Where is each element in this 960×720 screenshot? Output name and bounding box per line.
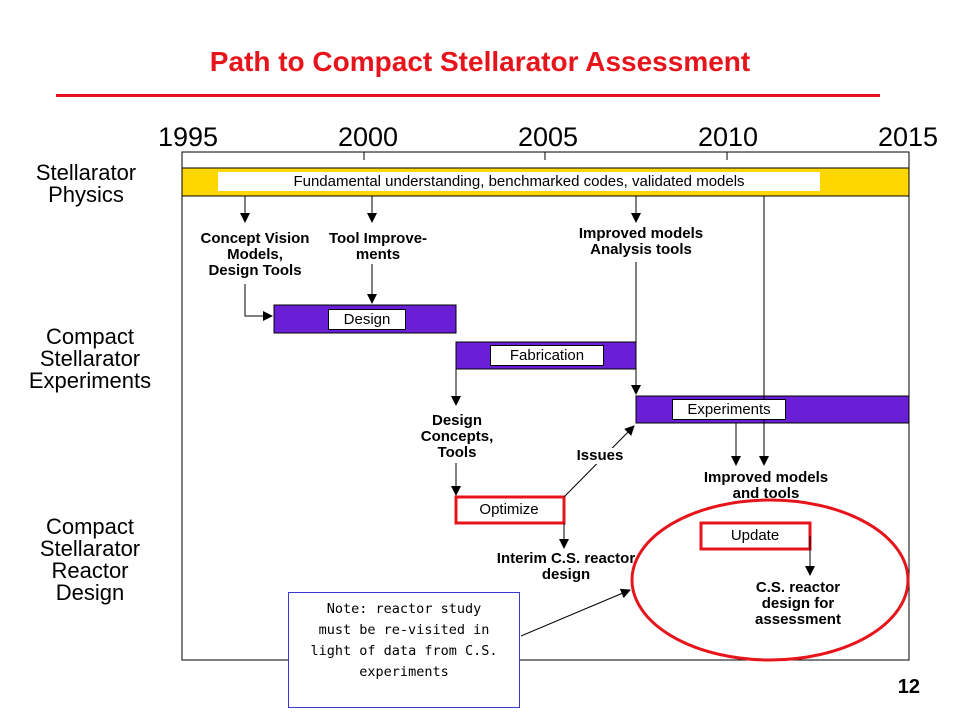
arrow-note-to-circle xyxy=(520,588,631,637)
experiments-bar-label: Experiments xyxy=(672,399,786,420)
year-2015: 2015 xyxy=(878,122,939,152)
year-1995: 1995 xyxy=(158,122,219,152)
node-issues: Issues xyxy=(568,448,632,464)
update-label: Update xyxy=(710,526,800,545)
node-tool-improvements: Tool Improve-ments xyxy=(328,230,428,263)
fabrication-bar-label: Fabrication xyxy=(490,345,604,366)
arrow-concept-to-design xyxy=(244,284,273,321)
slide-title: Path to Compact Stellarator Assessment xyxy=(209,46,751,77)
assessment-highlight-ellipse xyxy=(630,498,910,662)
optimize-label: Optimize xyxy=(464,500,554,519)
year-2010: 2010 xyxy=(698,122,759,152)
page-number: 12 xyxy=(897,676,920,698)
year-2000: 2000 xyxy=(338,122,399,152)
physics-bar-label: Fundamental understanding, benchmarked c… xyxy=(218,172,820,191)
design-bar-label: Design xyxy=(328,309,406,330)
year-2005: 2005 xyxy=(518,122,579,152)
title-underline xyxy=(56,94,880,97)
